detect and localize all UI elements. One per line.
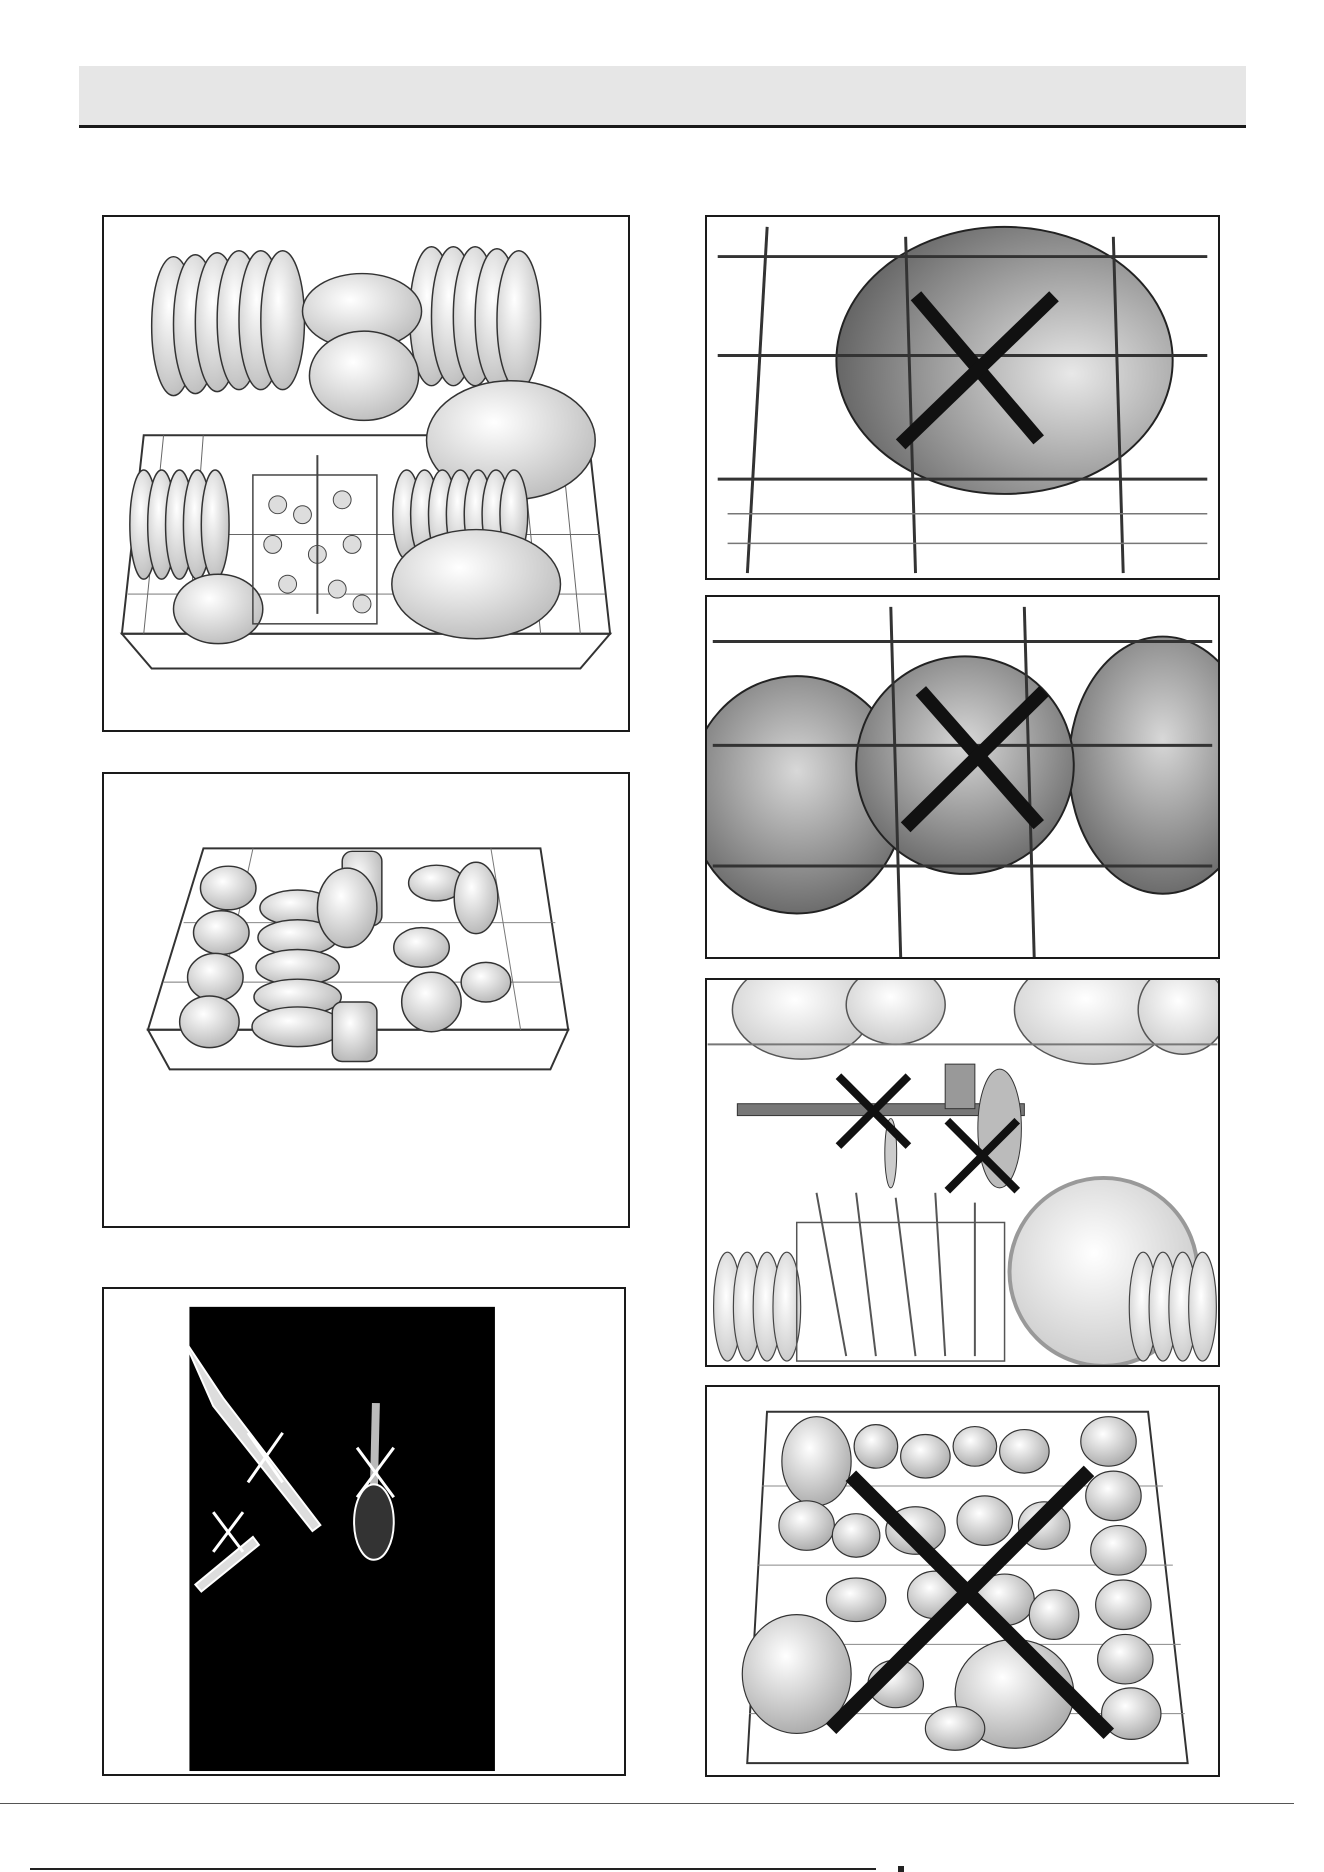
- bottom-mark: [898, 1866, 904, 1872]
- upper-rack-loaded-illustration: [102, 772, 630, 1228]
- spray-arm-blocked-crossed-out: [705, 978, 1220, 1367]
- blocked-spray-drawing: [707, 980, 1218, 1365]
- bowl-wrongly-placed-crossed-out: [705, 595, 1220, 959]
- bottom-rule: [30, 1868, 876, 1870]
- wrong-bowl-1-drawing: [707, 217, 1218, 578]
- footer-rule: [0, 1803, 1294, 1804]
- overloaded-rack-drawing: [707, 1387, 1218, 1775]
- lower-rack-drawing: [104, 217, 628, 730]
- bowl-blocking-upper-rack-crossed-out: [705, 215, 1220, 580]
- overloaded-rack-crossed-out: [705, 1385, 1220, 1777]
- sharp-utensils-crossed-out-illustration: [102, 1287, 626, 1776]
- utensils-drawing: [104, 1289, 624, 1774]
- wrong-bowl-2-drawing: [707, 597, 1218, 957]
- upper-rack-drawing: [104, 774, 628, 1226]
- lower-rack-loaded-illustration: [102, 215, 630, 732]
- page-header-band: [79, 66, 1246, 128]
